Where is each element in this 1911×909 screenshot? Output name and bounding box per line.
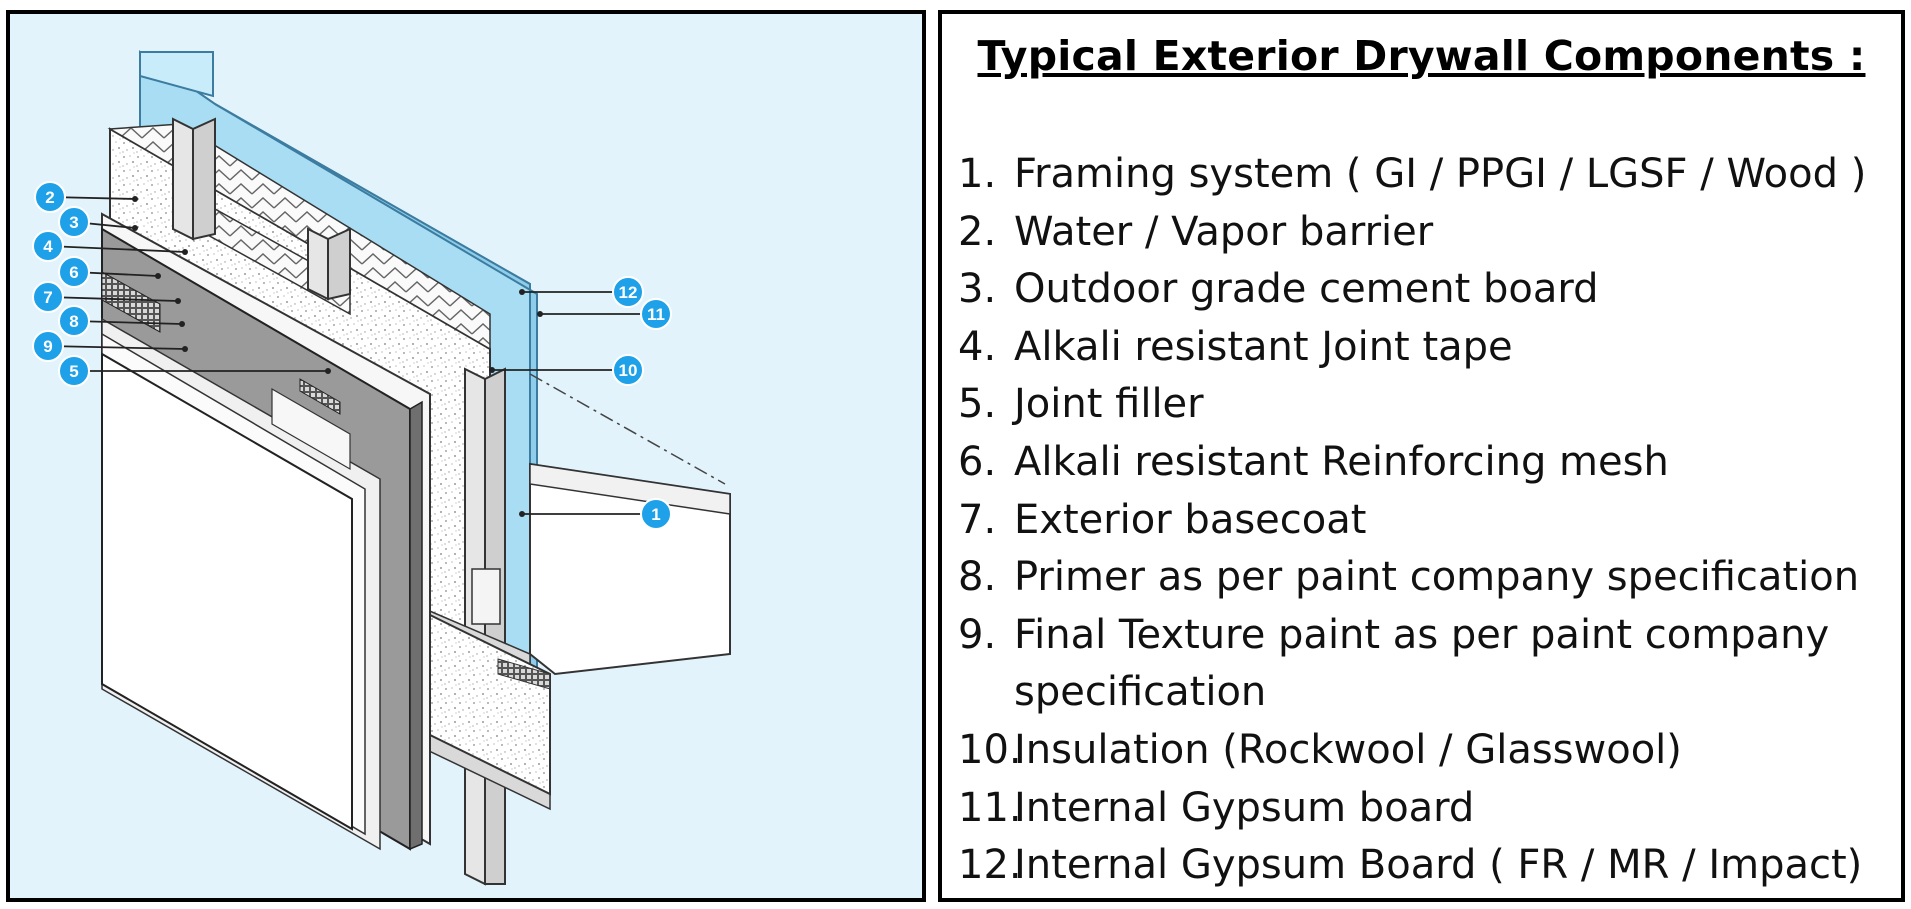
framing-stud-a (172, 117, 194, 241)
component-item: 1. Framing system ( GI / PPGI / LGSF / Wo… (958, 146, 1895, 204)
callout-6: 6 (58, 256, 90, 288)
component-item: 2. Water / Vapor barrier (958, 204, 1895, 262)
component-text: Framing system ( GI / PPGI / LGSF / Wood… (1014, 151, 1867, 197)
callout-1: 1 (640, 498, 672, 530)
callout-2: 2 (34, 181, 66, 213)
final-texture-paint (101, 352, 353, 831)
joint-filler (271, 387, 351, 471)
callout-number: 4 (43, 237, 53, 256)
component-text: Insulation (Rockwool / Glasswool) (1014, 726, 1682, 773)
component-item: 3. Outdoor grade cement board (958, 261, 1895, 319)
component-text: Primer as per paint company specificatio… (1014, 554, 1860, 601)
component-text: Outdoor grade cement board (1014, 266, 1599, 313)
callout-number: 9 (43, 337, 52, 356)
component-text: Joint filler (1014, 381, 1204, 428)
component-item: 5. Joint filler (958, 376, 1895, 434)
callout-number: 12 (619, 283, 638, 302)
stud-bracket (471, 568, 501, 625)
component-number: 2. (958, 208, 997, 255)
callout-12: 12 (612, 276, 644, 308)
callout-number: 11 (647, 305, 665, 324)
callout-5: 5 (58, 355, 90, 387)
framing-stud-b (307, 227, 329, 301)
component-text: Internal Gypsum Board ( FR / MR / Impact… (1014, 842, 1863, 889)
component-item: 9. Final Texture paint as per paint compa… (958, 607, 1895, 722)
callout-10: 10 (612, 354, 644, 386)
component-text: Alkali resistant Joint tape (1014, 323, 1513, 370)
callout-number: 1 (651, 505, 660, 524)
callout-3: 3 (58, 206, 90, 238)
wall-cross-section-diagram: 2 3 4 6 7 8 9 5 12 11 10 1 (32, 50, 731, 886)
components-list: 1. Framing system ( GI / PPGI / LGSF / Wo… (958, 146, 1895, 895)
diagram-panel: 2 3 4 6 7 8 9 5 12 11 10 1 (6, 10, 926, 902)
component-item: 10.Insulation (Rockwool / Glasswool) (958, 722, 1895, 780)
component-number: 11. (958, 784, 1022, 831)
callout-4: 4 (32, 230, 64, 262)
component-number: 5. (958, 381, 997, 428)
component-number: 8. (958, 554, 997, 601)
framing-stud-c (464, 367, 486, 886)
component-number: 1. (958, 151, 997, 197)
component-item: 12.Internal Gypsum Board ( FR / MR / Imp… (958, 837, 1895, 895)
callout-number: 5 (69, 362, 78, 381)
component-text: Alkali resistant Reinforcing mesh (1014, 438, 1669, 485)
component-text: Internal Gypsum board (1014, 784, 1475, 831)
components-panel: Typical Exterior Drywall Components : 1.… (938, 10, 1905, 902)
component-number: 3. (958, 266, 997, 313)
component-item: 8. Primer as per paint company specificat… (958, 549, 1895, 607)
components-title: Typical Exterior Drywall Components : (977, 32, 1866, 80)
callout-number: 3 (69, 213, 78, 232)
callout-number: 2 (45, 188, 54, 207)
callout-number: 10 (619, 361, 638, 380)
callout-11: 11 (640, 298, 672, 330)
callout-8: 8 (58, 305, 90, 337)
component-item: 7. Exterior basecoat (958, 492, 1895, 550)
component-number: 10. (958, 726, 1022, 773)
component-item: 11.Internal Gypsum board (958, 780, 1895, 838)
component-item: 4. Alkali resistant Joint tape (958, 319, 1895, 377)
component-text: Final Texture paint as per paint company… (1014, 611, 1830, 716)
reinforcing-mesh (101, 271, 161, 333)
callout-number: 8 (69, 312, 78, 331)
callout-number: 6 (69, 263, 78, 282)
callout-number: 7 (43, 288, 52, 307)
callout-9: 9 (32, 330, 64, 362)
component-item: 6. Alkali resistant Reinforcing mesh (958, 434, 1895, 492)
component-text: Water / Vapor barrier (1014, 208, 1434, 255)
callout-7: 7 (32, 281, 64, 313)
component-number: 12. (958, 842, 1022, 889)
component-number: 9. (958, 611, 997, 658)
component-number: 7. (958, 496, 997, 543)
component-number: 6. (958, 438, 997, 485)
component-text: Exterior basecoat (1014, 496, 1367, 543)
component-number: 4. (958, 323, 997, 370)
